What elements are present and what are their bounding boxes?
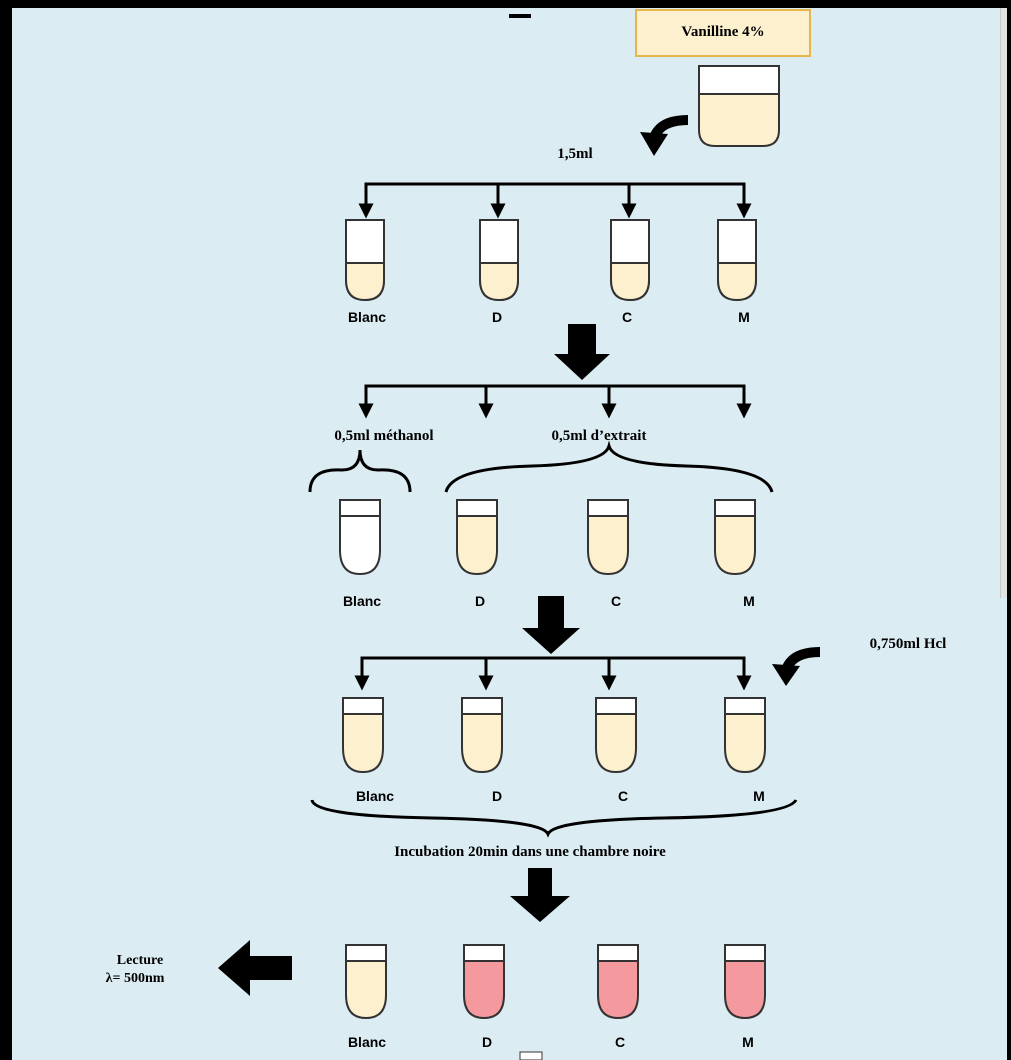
incubation-brace [310,799,798,838]
tube-label-row4-m: M [742,1034,754,1050]
top-mark [509,14,531,18]
extract-label: 0,5ml d’extrait [552,428,647,444]
reading-label-line2: λ= 500nm [106,971,165,986]
tube-label-row2-blanc: Blanc [343,593,381,609]
down-arrow-icon [554,324,610,380]
reagent-beaker [698,65,780,147]
tube-row-4 [345,944,766,1020]
tube-row-1 [345,219,757,302]
diagram-panel: Vanilline 4% 1,5ml [12,8,1007,1060]
tube-label-row4-d: D [482,1034,492,1050]
tube-row-3 [342,697,766,774]
tube-label-row3-blanc: Blanc [356,788,394,804]
tube-label-row1-blanc: Blanc [348,309,386,325]
tube-label-row2-d: D [475,593,485,609]
tube-label-row4-blanc: Blanc [348,1034,386,1050]
incubation-label: Incubation 20min dans une chambre noire [394,844,666,860]
down-arrow-icon [522,596,580,654]
methanol-brace [308,449,412,493]
tube-label-row3-m: M [753,788,765,804]
tube-label-row1-c: C [622,309,632,325]
bottom-mark [519,1051,543,1060]
tube-label-row3-c: C [618,788,628,804]
curved-arrow-icon [772,647,821,686]
reading-label-line1: Lecture [117,953,163,968]
tube-label-row2-m: M [743,593,755,609]
hcl-label: 0,750ml Hcl [870,636,947,652]
distribution-bracket-2 [358,384,752,419]
protocol-diagram: Vanilline 4% 1,5ml [106,9,947,1060]
scrollbar-thumb[interactable] [1000,8,1007,598]
distribution-bracket-1 [358,182,752,219]
extract-brace [444,440,774,493]
tube-label-row1-d: D [492,309,502,325]
reagent-label: Vanilline 4% [681,24,764,40]
vanilline-volume-label: 1,5ml [557,146,592,162]
tube-label-row2-c: C [611,593,621,609]
down-arrow-icon [510,868,570,922]
tube-row-2 [339,499,756,576]
curved-arrow-icon [640,115,689,156]
left-arrow-icon [218,940,292,996]
tube-label-row1-m: M [738,309,750,325]
methanol-label: 0,5ml méthanol [334,428,433,444]
tube-label-row4-c: C [615,1034,625,1050]
tube-label-row3-d: D [492,788,502,804]
distribution-bracket-3 [354,656,752,691]
reagent-label-box: Vanilline 4% [635,9,811,57]
